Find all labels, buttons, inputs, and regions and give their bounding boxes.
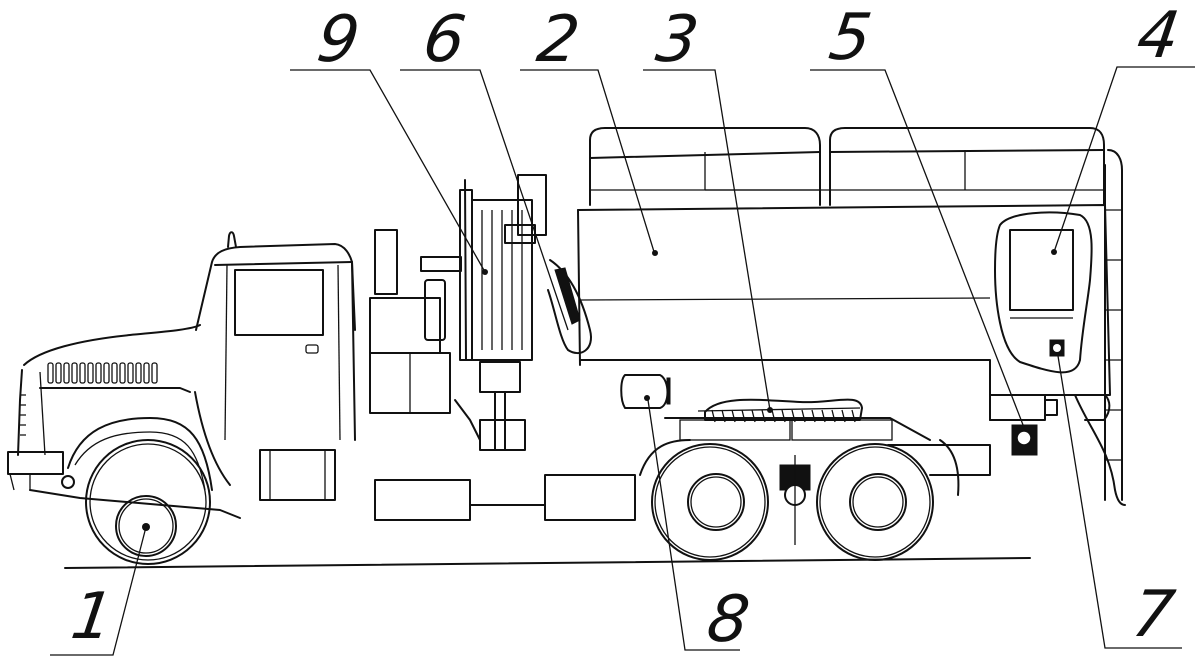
toolbox: [620, 374, 671, 409]
front-wheel: [85, 439, 211, 565]
rear-wheel-2: [816, 443, 934, 561]
mid-equipment: [259, 174, 636, 521]
rear-chassis: [639, 417, 991, 496]
leader-lines: [50, 66, 1195, 656]
hood-vents: [47, 362, 158, 384]
axle-hub: [779, 455, 811, 545]
cab: [7, 231, 356, 519]
auger: [697, 398, 863, 423]
rear-wheel-1: [651, 443, 769, 561]
callout-7: 7: [1127, 578, 1179, 652]
tank-body: [577, 127, 1126, 506]
